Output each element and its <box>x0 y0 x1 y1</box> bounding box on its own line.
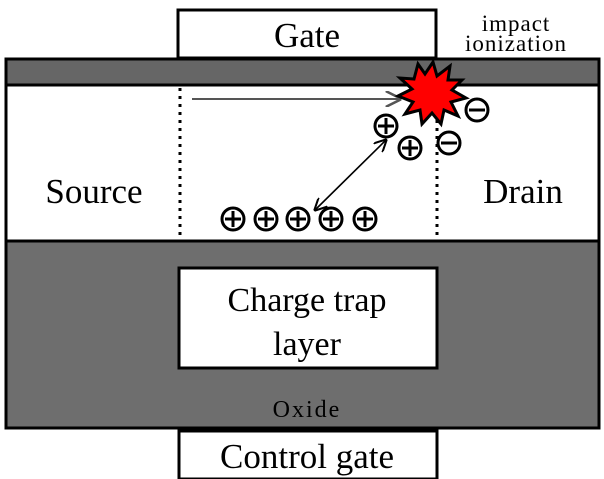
generated-electrons <box>436 97 490 156</box>
trapped-holes-row <box>220 206 378 232</box>
electron-icon <box>464 97 490 123</box>
hole-icon <box>397 135 423 161</box>
hole-icon <box>318 206 344 232</box>
impact-ionization-label-line1: impact <box>482 11 551 36</box>
hole-injection-arrow <box>315 140 386 210</box>
impact-ionization-label-line2: ionization <box>465 31 567 56</box>
hole-icon <box>220 206 246 232</box>
gate-label: Gate <box>274 16 340 55</box>
hole-icon <box>373 113 399 139</box>
charge-trap-layer-box <box>177 266 439 370</box>
hole-icon <box>253 206 279 232</box>
electron-icon <box>436 130 462 156</box>
generated-holes <box>373 113 423 161</box>
source-label: Source <box>45 172 142 211</box>
hole-icon <box>352 206 378 232</box>
hole-icon <box>285 206 311 232</box>
oxide-label: Oxide <box>273 397 342 423</box>
charge-trap-label-line1: Charge trap <box>228 282 387 319</box>
charge-trap-label-line2: layer <box>273 326 342 363</box>
control-gate-label: Control gate <box>220 437 394 476</box>
gate-oxide-layer <box>4 57 601 87</box>
impact-burst-icon <box>394 58 470 128</box>
control-gate-block <box>177 429 439 479</box>
gate-block <box>176 8 438 60</box>
drain-label: Drain <box>483 172 563 211</box>
